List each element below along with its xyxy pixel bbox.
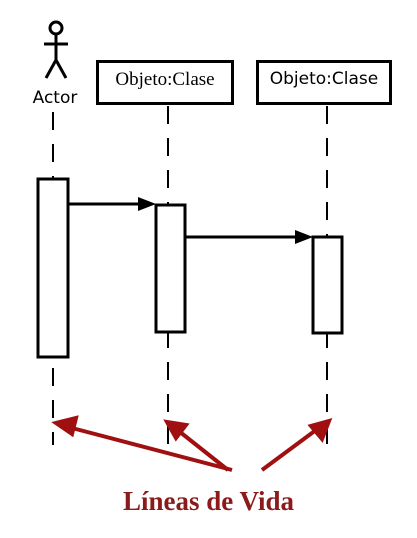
object-box-2: Objeto:Clase [256, 60, 392, 105]
object-box-1-label: Objeto:Clase [115, 69, 215, 90]
pointer-arrow-object1 [178, 430, 230, 472]
message-arrow-2 [185, 230, 313, 244]
lifelines-caption: Líneas de Vida [122, 486, 295, 516]
actor-activation-bar [36, 177, 70, 359]
message-arrow-1 [68, 197, 156, 211]
actor-label: Actor [32, 88, 78, 108]
pointer-arrow-actor [71, 426, 233, 472]
object-box-2-label: Objeto:Clase [269, 69, 379, 89]
object1-activation-bar [154, 203, 187, 334]
object2-activation-bar [311, 235, 344, 335]
pointer-arrow-object2 [260, 428, 318, 472]
object-box-1: Objeto:Clase [96, 60, 234, 105]
actor-icon [44, 20, 68, 79]
pointer-arrows [51, 415, 333, 472]
